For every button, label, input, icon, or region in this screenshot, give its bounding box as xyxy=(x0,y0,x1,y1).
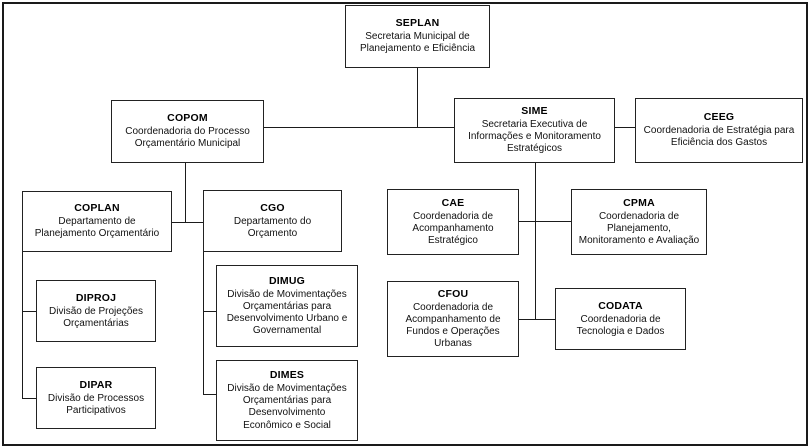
connector-sime-row1 xyxy=(519,221,571,222)
connector-seplan-down xyxy=(417,68,418,127)
node-sime[interactable]: SIME Secretaria Executiva de Informações… xyxy=(454,98,615,163)
node-diproj[interactable]: DIPROJ Divisão de Projeções Orçamentária… xyxy=(36,280,156,342)
node-ceeg-description: Coordenadoria de Estratégia para Eficiên… xyxy=(643,125,795,149)
node-dimug-description: Divisão de Movimentações Orçamentárias p… xyxy=(226,288,348,337)
node-copom[interactable]: COPOM Coordenadoria do Processo Orçament… xyxy=(111,100,264,163)
node-copom-description: Coordenadoria do Processo Orçamentário M… xyxy=(125,126,250,150)
node-cgo-description: Departamento do Orçamento xyxy=(233,215,312,239)
node-copom-acronym: COPOM xyxy=(167,112,208,125)
node-dipar-acronym: DIPAR xyxy=(79,378,113,391)
node-dimug[interactable]: DIMUG Divisão de Movimentações Orçamentá… xyxy=(216,265,358,347)
node-codata[interactable]: CODATA Coordenadoria de Tecnologia e Dad… xyxy=(555,288,686,350)
connector-coplan-diproj xyxy=(22,311,36,312)
node-dipar[interactable]: DIPAR Divisão de Processos Participativo… xyxy=(36,367,156,429)
node-dimug-acronym: DIMUG xyxy=(269,274,305,287)
node-cpma-description: Coordenadoria de Planejamento, Monitoram… xyxy=(578,210,700,246)
node-dipar-description: Divisão de Processos Participativos xyxy=(47,392,145,416)
node-sime-acronym: SIME xyxy=(521,105,548,118)
node-cgo[interactable]: CGO Departamento do Orçamento xyxy=(203,190,342,252)
node-ceeg-acronym: CEEG xyxy=(703,111,735,124)
node-diproj-acronym: DIPROJ xyxy=(75,291,117,304)
node-seplan-acronym: SEPLAN xyxy=(395,17,440,30)
connector-cgo-dimug xyxy=(203,311,216,312)
node-ceeg[interactable]: CEEG Coordenadoria de Estratégia para Ef… xyxy=(635,98,803,163)
node-dimes[interactable]: DIMES Divisão de Movimentações Orçamentá… xyxy=(216,360,358,441)
connector-cgo-down xyxy=(203,252,204,394)
connector-seplan-bus xyxy=(264,127,454,128)
node-coplan-description: Departamento de Planejamento Orçamentári… xyxy=(34,216,160,240)
node-cfou-acronym: CFOU xyxy=(437,287,469,300)
connector-copom-down xyxy=(185,163,186,222)
node-codata-acronym: CODATA xyxy=(598,299,643,312)
node-seplan-description: Secretaria Municipal de Planejamento e E… xyxy=(359,31,476,55)
node-cpma-acronym: CPMA xyxy=(623,196,655,209)
connector-sime-row2 xyxy=(519,319,571,320)
node-cpma[interactable]: CPMA Coordenadoria de Planejamento, Moni… xyxy=(571,189,707,255)
node-cfou[interactable]: CFOU Coordenadoria de Acompanhamento de … xyxy=(387,281,519,357)
node-sime-description: Secretaria Executiva de Informações e Mo… xyxy=(468,119,601,155)
node-diproj-description: Divisão de Projeções Orçamentárias xyxy=(49,305,143,329)
connector-coplan-dipar xyxy=(22,398,36,399)
node-dimes-description: Divisão de Movimentações Orçamentárias p… xyxy=(227,383,347,431)
connector-cgo-dimes xyxy=(203,394,216,395)
connector-coplan-down xyxy=(22,252,23,398)
node-cgo-acronym: CGO xyxy=(260,201,285,214)
connector-sime-ceeg xyxy=(615,127,635,128)
node-cae-description: Coordenadoria de Acompanhamento Estratég… xyxy=(412,210,494,246)
node-cfou-description: Coordenadoria de Acompanhamento de Fundo… xyxy=(405,301,501,350)
node-cae[interactable]: CAE Coordenadoria de Acompanhamento Estr… xyxy=(387,189,519,255)
node-dimes-acronym: DIMES xyxy=(269,369,305,382)
node-codata-description: Coordenadoria de Tecnologia e Dados xyxy=(576,313,665,337)
node-coplan-acronym: COPLAN xyxy=(74,202,120,215)
node-cae-acronym: CAE xyxy=(441,196,465,209)
node-coplan[interactable]: COPLAN Departamento de Planejamento Orça… xyxy=(22,191,172,252)
node-seplan[interactable]: SEPLAN Secretaria Municipal de Planejame… xyxy=(345,5,490,68)
connector-copom-bus xyxy=(172,222,214,223)
connector-sime-down xyxy=(535,163,536,319)
